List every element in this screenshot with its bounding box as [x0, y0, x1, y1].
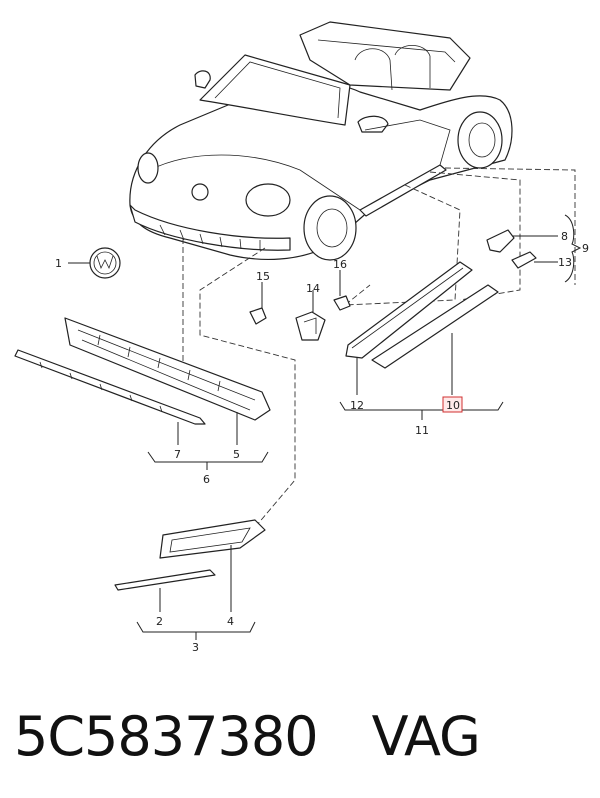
part-side-skirt-12 — [345, 261, 473, 395]
callout-6: 6 — [203, 473, 210, 486]
bracket-group-6 — [147, 412, 269, 470]
callout-5: 5 — [233, 448, 240, 461]
part-lower-vent — [159, 519, 266, 559]
callout-11: 11 — [415, 424, 429, 437]
callout-2: 2 — [156, 615, 163, 628]
callout-1: 1 — [55, 257, 62, 270]
callout-3: 3 — [192, 641, 199, 654]
part-number: 5C5837380 — [14, 704, 319, 768]
callout-13: 13 — [558, 256, 572, 269]
bracket-group-9 — [564, 214, 582, 283]
callout-12: 12 — [350, 399, 364, 412]
part-side-skirt-10 — [371, 284, 499, 395]
callout-9: 9 — [582, 242, 589, 255]
part-grille-trim — [14, 349, 206, 425]
callout-15: 15 — [256, 270, 270, 283]
bracket-group-11 — [339, 401, 504, 420]
callout-4: 4 — [227, 615, 234, 628]
parts-diagram: 1 2 3 4 5 6 7 8 9 10 11 12 13 14 15 16 — [14, 21, 589, 654]
callout-7: 7 — [174, 448, 181, 461]
part-clip-14 — [295, 290, 326, 341]
car-illustration — [129, 21, 513, 261]
caption: 5C5837380 VAG — [14, 696, 574, 776]
part-grille — [64, 317, 271, 421]
callout-8: 8 — [561, 230, 568, 243]
part-clip-15 — [249, 282, 267, 325]
part-emblem — [68, 247, 121, 279]
callout-labels: 1 2 3 4 5 6 7 8 9 10 11 12 13 14 15 16 — [55, 230, 589, 654]
part-lower-strip — [114, 569, 216, 591]
callout-10: 10 — [446, 399, 460, 412]
part-clip-16 — [333, 270, 351, 311]
bracket-group-3 — [136, 545, 256, 640]
part-trim-8 — [486, 229, 558, 253]
callout-16: 16 — [333, 258, 347, 271]
brand-name: VAG — [371, 704, 481, 768]
reference-lines — [182, 167, 576, 546]
highlight-box — [442, 396, 463, 413]
part-trim-13 — [511, 251, 558, 269]
callout-14: 14 — [306, 282, 320, 295]
